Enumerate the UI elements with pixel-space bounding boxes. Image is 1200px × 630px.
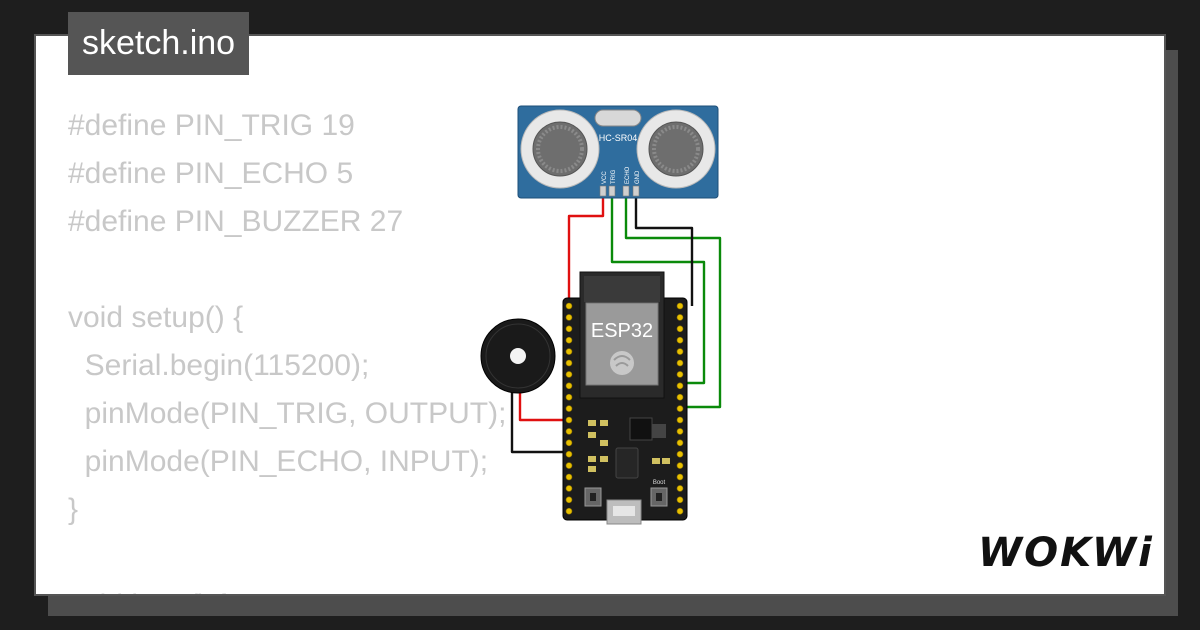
sensor-pin-label: ECHO — [625, 166, 631, 184]
sensor-crystal — [594, 109, 642, 127]
sensor-mesh-left — [532, 121, 588, 177]
header-pin[interactable] — [565, 336, 573, 344]
wire-echo — [624, 190, 722, 409]
sensor-pin[interactable] — [632, 185, 640, 197]
header-pin[interactable] — [676, 336, 684, 344]
file-tab[interactable]: sketch.ino — [68, 12, 250, 75]
header-pin[interactable] — [565, 359, 573, 367]
code-line: } — [68, 493, 79, 526]
header-pin[interactable] — [565, 371, 573, 378]
header-pin[interactable] — [565, 325, 573, 333]
sensor-pin[interactable] — [599, 185, 607, 197]
esp32-board[interactable]: ESP32 Boot — [562, 271, 688, 525]
header-pin[interactable] — [676, 359, 684, 367]
header-pin[interactable] — [565, 485, 573, 492]
header-pin[interactable] — [676, 325, 684, 333]
header-pin[interactable] — [565, 314, 573, 321]
header-pin[interactable] — [676, 507, 684, 515]
header-pin[interactable] — [676, 314, 684, 321]
code-line: pinMode(PIN_TRIG, OUTPUT); — [68, 397, 507, 430]
header-pin[interactable] — [676, 405, 684, 412]
wokwi-logo: WOKWi — [978, 530, 1154, 576]
regulator-chip — [629, 417, 653, 441]
header-pin[interactable] — [676, 473, 684, 481]
header-pin[interactable] — [565, 496, 573, 504]
antenna-area — [584, 276, 660, 302]
code-line: #define PIN_ECHO 5 — [68, 157, 354, 190]
usb-chip — [615, 447, 639, 479]
header-pin[interactable] — [676, 428, 684, 435]
header-pin[interactable] — [676, 302, 684, 310]
wire-buzzer-gnd — [510, 375, 568, 454]
header-pin[interactable] — [676, 485, 684, 492]
code-line: #define PIN_BUZZER 27 — [68, 205, 404, 238]
sensor-pin-label: VCC — [602, 171, 608, 184]
header-pin[interactable] — [565, 428, 573, 435]
header-pin[interactable] — [676, 348, 684, 355]
code-line: pinMode(PIN_ECHO, INPUT); — [68, 445, 489, 478]
header-pin[interactable] — [676, 371, 684, 378]
header-pin[interactable] — [676, 450, 684, 458]
header-pin[interactable] — [676, 416, 684, 424]
header-pin[interactable] — [565, 302, 573, 310]
code-line: Serial.begin(115200); — [68, 349, 370, 382]
sensor-mesh-right — [648, 121, 704, 177]
sensor-pin-label: GND — [635, 170, 641, 184]
hc-sr04-sensor[interactable]: HC-SR04 VCC TRIG ECHO GND — [517, 105, 719, 199]
header-pin[interactable] — [565, 450, 573, 458]
wire-trig — [610, 190, 706, 385]
board-label: ESP32 — [591, 320, 653, 342]
header-pin[interactable] — [676, 393, 684, 401]
wire-vcc — [567, 190, 605, 306]
buzzer-hole — [510, 348, 526, 364]
wire-gnd — [634, 190, 694, 306]
header-pin[interactable] — [565, 382, 573, 390]
pin-header-left — [565, 302, 573, 515]
code-preview: #define PIN_TRIG 19 #define PIN_ECHO 5 #de… — [68, 102, 507, 594]
header-pin[interactable] — [565, 348, 573, 355]
header-pin[interactable] — [565, 507, 573, 515]
boot-button-label: Boot — [653, 480, 666, 486]
smd-component — [652, 424, 666, 438]
header-pin[interactable] — [565, 405, 573, 412]
code-line: void setup() { — [68, 301, 244, 334]
wokwi-logo-text: WOKWi — [978, 530, 1154, 576]
sensor-pin[interactable] — [622, 185, 630, 197]
header-pin[interactable] — [676, 439, 684, 447]
header-pin[interactable] — [565, 439, 573, 447]
header-pin[interactable] — [565, 393, 573, 401]
pin-header-right — [676, 302, 684, 515]
code-line: void loop() { — [68, 582, 506, 594]
header-pin[interactable] — [565, 416, 573, 424]
header-pin[interactable] — [565, 462, 573, 469]
sensor-pin-label: TRIG — [611, 169, 617, 184]
header-pin[interactable] — [676, 496, 684, 504]
buzzer[interactable] — [480, 318, 556, 394]
header-pin[interactable] — [676, 382, 684, 390]
header-pin[interactable] — [565, 473, 573, 481]
code-line: #define PIN_TRIG 19 — [68, 109, 355, 142]
sensor-pin[interactable] — [608, 185, 616, 197]
header-pin[interactable] — [676, 462, 684, 469]
sensor-model-label: HC-SR04 — [599, 133, 638, 143]
